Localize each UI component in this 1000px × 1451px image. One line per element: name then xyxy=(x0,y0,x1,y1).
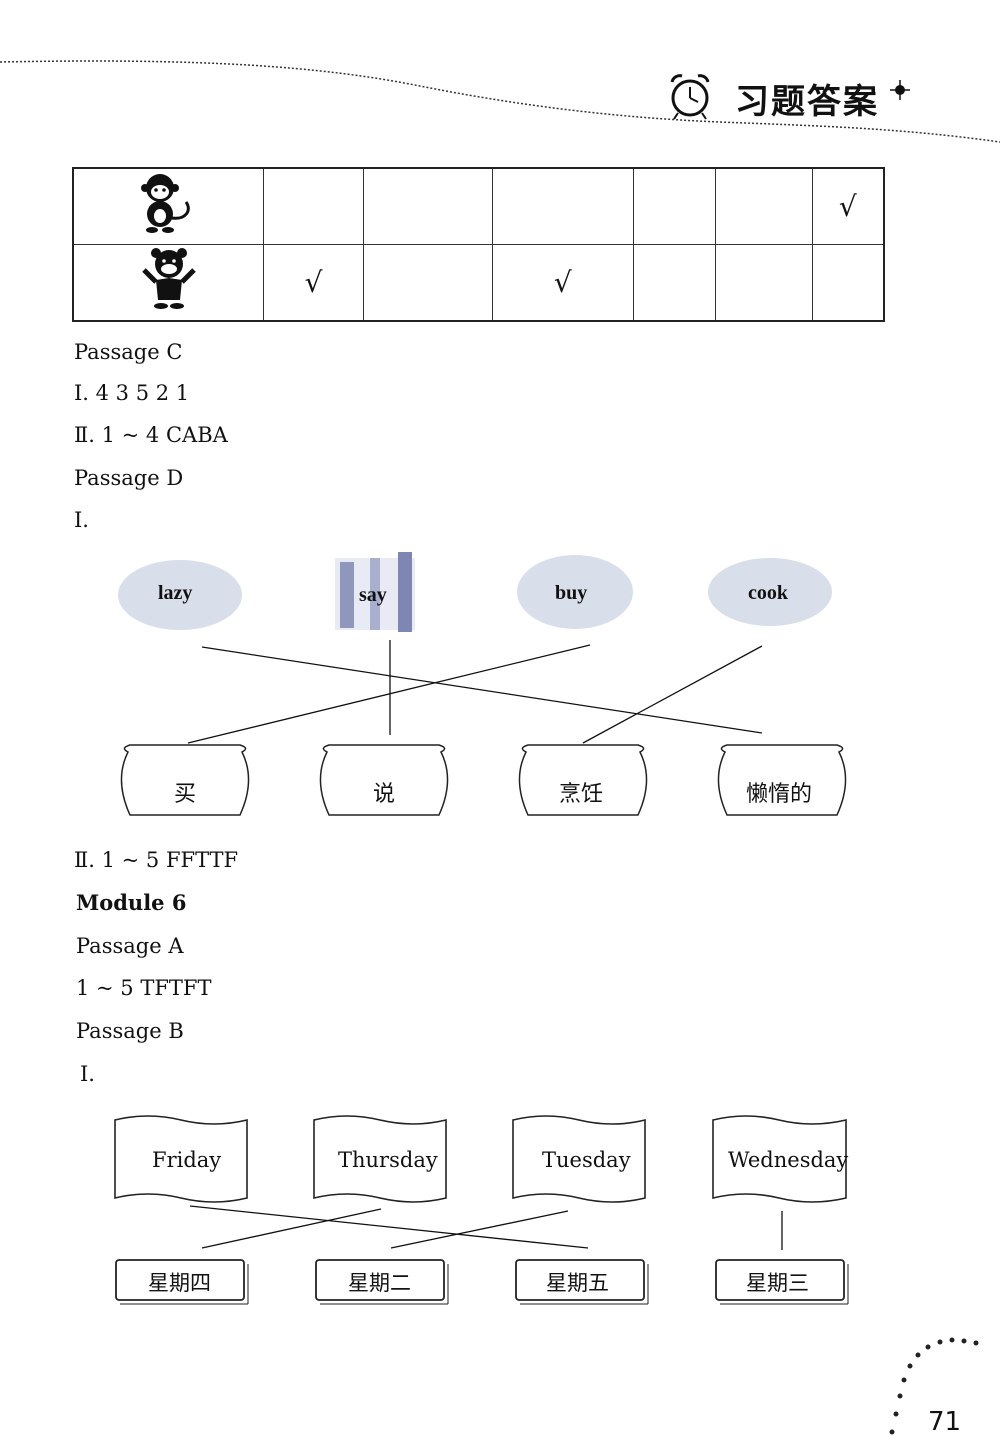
module-title: Module 6 xyxy=(76,890,187,915)
passage-a-label: Passage A xyxy=(76,934,184,958)
passage-d-answer-2: Ⅱ. 1 ~ 5 FFTTF xyxy=(74,848,239,872)
table-cell xyxy=(633,167,716,245)
passage-b-question-1: Ⅰ. xyxy=(80,1062,95,1086)
table-cell xyxy=(714,244,813,322)
table-cell xyxy=(491,167,635,245)
day-friday: Friday xyxy=(152,1148,222,1172)
table-cell: √ xyxy=(491,244,635,322)
word-buy: buy xyxy=(555,582,588,604)
match-line xyxy=(187,644,591,744)
table-cell xyxy=(362,167,493,245)
row-icon-cell xyxy=(72,244,265,322)
cn-day-thursday: 星期四 xyxy=(148,1271,211,1295)
passage-d-label: Passage D xyxy=(74,466,184,490)
match-line xyxy=(201,646,763,734)
passage-b-label: Passage B xyxy=(76,1019,184,1043)
bear-icon xyxy=(141,248,196,309)
monkey-icon xyxy=(140,174,190,233)
table-cell: √ xyxy=(263,244,364,322)
match-line xyxy=(201,1208,382,1249)
answer-table: √ √ √ xyxy=(72,167,885,322)
day-tuesday: Tuesday xyxy=(542,1148,631,1172)
table-cell xyxy=(362,244,493,322)
match-line xyxy=(390,1210,569,1249)
header-decoration xyxy=(0,60,1000,143)
table-row: √ xyxy=(72,167,885,245)
table-row: √ √ xyxy=(72,244,885,322)
cn-day-friday: 星期五 xyxy=(546,1271,609,1295)
sparkle-icon xyxy=(890,80,910,100)
match-line xyxy=(582,645,763,744)
row-icon-cell xyxy=(72,167,265,245)
matching-diagram-words xyxy=(118,552,847,816)
word-lazy: lazy xyxy=(158,582,193,604)
match-line xyxy=(189,1205,589,1249)
meaning-say: 说 xyxy=(373,782,396,807)
cn-day-wednesday: 星期三 xyxy=(746,1271,809,1295)
cloud-shape-buy xyxy=(517,555,633,629)
pot-shape xyxy=(120,744,847,816)
passage-c-answer-2: Ⅱ. 1 ~ 4 CABA xyxy=(74,423,228,447)
striped-shape-say xyxy=(335,552,415,632)
cn-day-tuesday: 星期二 xyxy=(348,1271,411,1295)
table-cell xyxy=(263,167,364,245)
matching-diagram-days xyxy=(114,1115,849,1305)
box-shape xyxy=(115,1259,845,1301)
cloud-shape-lazy xyxy=(118,560,242,630)
table-cell: √ xyxy=(811,167,885,245)
cloud-shape-cook xyxy=(708,558,832,626)
meaning-cook: 烹饪 xyxy=(559,782,604,807)
passage-d-question-1: Ⅰ. xyxy=(74,508,89,532)
footer-dots-decoration xyxy=(889,1337,979,1435)
meaning-lazy: 懒惰的 xyxy=(746,782,813,807)
day-wednesday: Wednesday xyxy=(728,1148,849,1172)
alarm-clock-icon xyxy=(670,74,710,120)
passage-c-answer-1: Ⅰ. 4 3 5 2 1 xyxy=(74,381,190,405)
meaning-buy: 买 xyxy=(174,782,197,807)
passage-a-answer: 1 ~ 5 TFTFT xyxy=(76,976,212,1000)
word-cook: cook xyxy=(748,582,788,604)
page-number: 71 xyxy=(928,1407,962,1437)
word-say: say xyxy=(359,584,387,606)
table-cell xyxy=(633,244,716,322)
flag-shape xyxy=(114,1115,847,1203)
table-cell xyxy=(811,244,885,322)
page-header-title: 习题答案 xyxy=(735,82,879,122)
passage-c-label: Passage C xyxy=(74,340,183,364)
table-cell xyxy=(714,167,813,245)
day-thursday: Thursday xyxy=(338,1148,438,1172)
